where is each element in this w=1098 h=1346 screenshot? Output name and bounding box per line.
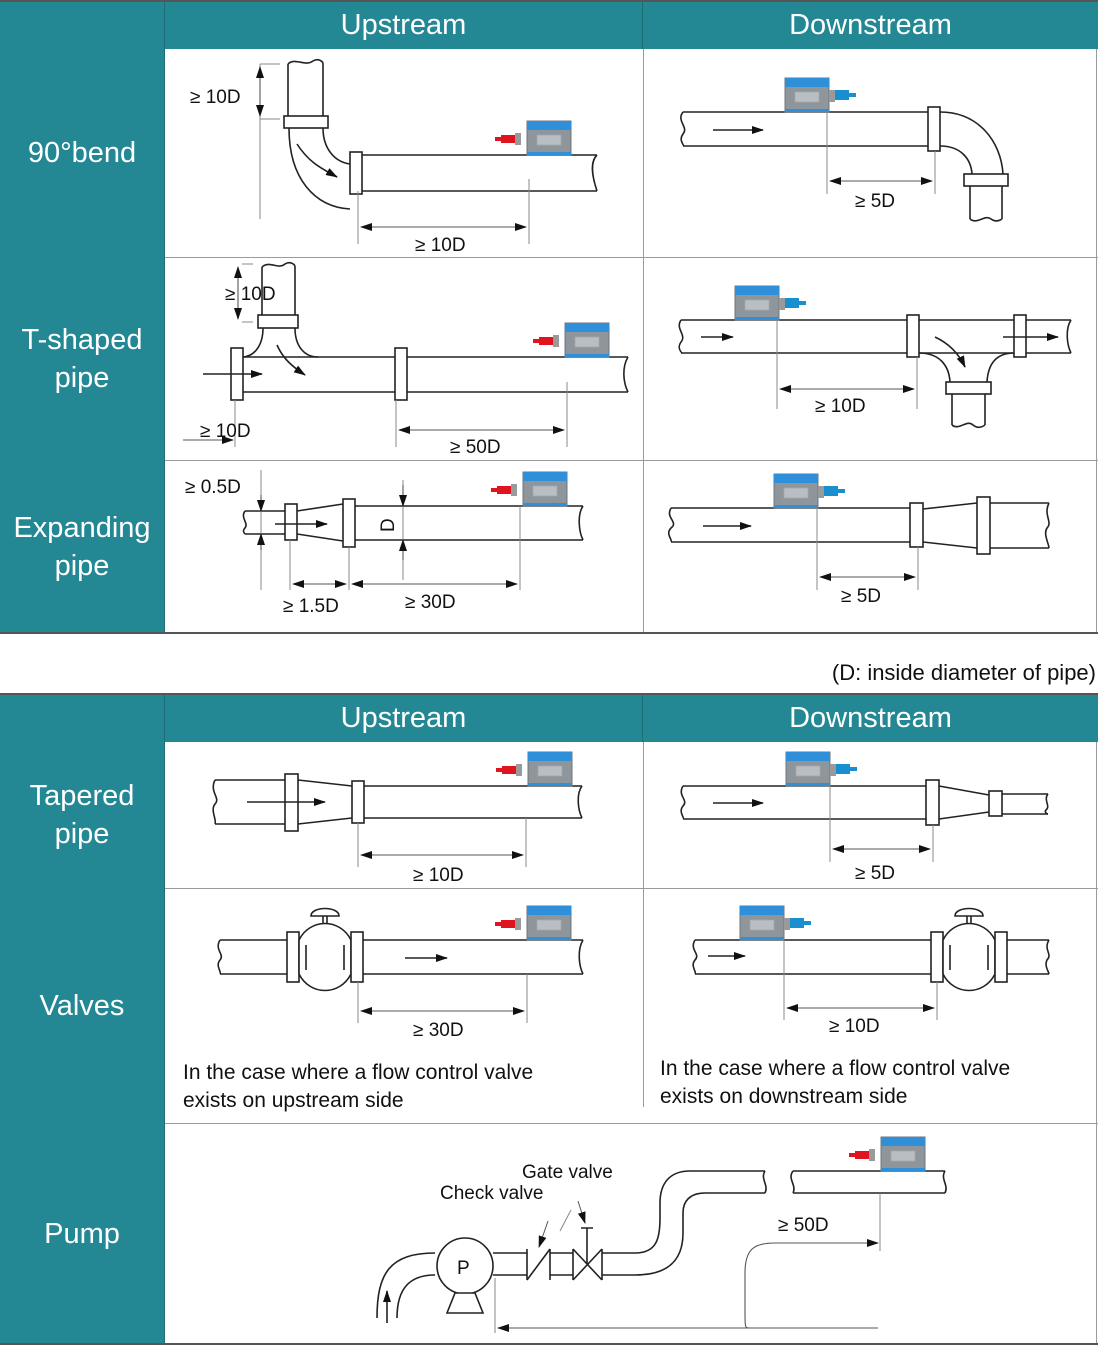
diagram-tapered-upstream: ≥ 10D	[212, 751, 583, 886]
dim-label: ≥ 5D	[855, 863, 895, 884]
dim-label: ≥ 10D	[225, 284, 276, 305]
dim-label-d: D	[378, 518, 399, 532]
row-label-line: Tapered	[29, 780, 135, 812]
valves-upstream-note: In the case where a flow control valve e…	[183, 1059, 533, 1115]
flange	[994, 931, 1008, 983]
dim-label: ≥ 10D	[413, 865, 464, 886]
row-divider	[165, 888, 1098, 889]
flange	[909, 502, 924, 548]
flange	[930, 931, 944, 983]
flange	[988, 790, 1003, 817]
diagram-t-shaped-downstream: ≥ 10D	[678, 285, 1072, 429]
table-border	[0, 1343, 1098, 1345]
flange	[1013, 314, 1027, 358]
valves-downstream-note: In the case where a flow control valve e…	[660, 1055, 1010, 1111]
flange	[257, 314, 299, 329]
valve-handwheel	[954, 907, 984, 917]
row-label-line: pipe	[54, 361, 110, 394]
row-label-tapered: Tapered pipe	[0, 742, 165, 888]
row-divider	[165, 460, 1098, 461]
flange	[945, 381, 992, 395]
row-label-valves: Valves	[0, 888, 165, 1123]
flange	[906, 314, 920, 358]
dim-label: ≥ 10D	[200, 421, 251, 442]
row-label-line: pipe	[54, 549, 110, 582]
dim-label: ≥ 50D	[778, 1215, 829, 1236]
row-label-pump: Pump	[0, 1123, 165, 1344]
header-downstream: Downstream	[643, 695, 1098, 742]
diagram-90-bend-upstream: ≥ 10D ≥ 10D	[190, 58, 598, 256]
dim-label: ≥ 30D	[405, 592, 456, 613]
header-corner	[0, 2, 165, 49]
header-downstream: Downstream	[643, 2, 1098, 49]
table-border-right	[1096, 742, 1097, 1343]
header-upstream: Upstream	[165, 2, 643, 49]
diagram-valves-upstream: ≥ 30D	[217, 905, 584, 1041]
dim-label: ≥ 10D	[829, 1016, 880, 1037]
header-corner	[0, 695, 165, 742]
flange	[963, 173, 1009, 187]
check-valve-label: Check valve	[440, 1183, 544, 1204]
header-upstream: Upstream	[165, 695, 643, 742]
dim-label: ≥ 50D	[450, 437, 501, 458]
diagram-pump: P Gate valve Check valve ≥ 50D	[376, 1136, 947, 1333]
row-label-expanding: Expanding pipe	[0, 460, 165, 633]
dim-label: ≥ 30D	[413, 1020, 464, 1041]
dim-label: ≥ 10D	[815, 396, 866, 417]
row-divider	[165, 1123, 1098, 1124]
flange	[342, 498, 356, 548]
note-line: exists on downstream side	[660, 1085, 908, 1108]
diagram-expanding-downstream: ≥ 5D	[667, 473, 1050, 607]
dim-label: ≥ 1.5D	[283, 596, 339, 617]
flange	[286, 931, 300, 983]
diagram-valves-downstream: ≥ 10D	[692, 905, 1050, 1037]
flange	[927, 106, 941, 152]
note-line: In the case where a flow control valve	[183, 1061, 534, 1084]
gate-valve-label: Gate valve	[522, 1162, 613, 1183]
column-divider	[643, 742, 644, 1107]
flange	[976, 496, 991, 555]
row-label-line: pipe	[54, 818, 110, 850]
dim-label: ≥ 10D	[190, 87, 241, 108]
valve-handwheel	[310, 907, 340, 917]
column-divider	[643, 49, 644, 632]
flange	[351, 780, 365, 824]
dim-label: ≥ 10D	[415, 235, 466, 256]
pump-label: P	[457, 1258, 470, 1279]
pump-base	[445, 1292, 485, 1314]
note-line: exists on upstream side	[183, 1089, 404, 1112]
flange	[284, 503, 298, 541]
table-border	[0, 693, 1098, 695]
row-label-90-bend: 90°bend	[0, 49, 165, 257]
dim-label: ≥ 5D	[841, 586, 881, 607]
flange	[350, 931, 364, 983]
row-label-line: T-shaped	[21, 323, 143, 356]
diagram-t-shaped-upstream: ≥ 10D ≥ 10D ≥ 50D	[183, 261, 629, 458]
diagram-tapered-downstream: ≥ 5D	[680, 751, 1049, 884]
diagram-expanding-upstream: ≥ 0.5D D ≥ 1.5D ≥ 30D	[185, 470, 584, 617]
dim-label: ≥ 0.5D	[185, 477, 241, 498]
note-line: In the case where a flow control valve	[660, 1057, 1011, 1080]
row-label-t-shaped: T-shaped pipe	[0, 257, 165, 460]
flange	[283, 115, 329, 129]
table-border-right	[1096, 49, 1097, 632]
table-border	[0, 632, 1098, 634]
flange	[349, 151, 363, 195]
flange	[925, 779, 940, 826]
row-label-line: Expanding	[13, 511, 151, 544]
table-border	[0, 0, 1098, 2]
legend-note: (D: inside diameter of pipe)	[831, 660, 1096, 685]
diagram-90-bend-downstream: ≥ 5D	[680, 77, 1009, 222]
row-divider	[165, 257, 1098, 258]
flange	[394, 347, 408, 401]
dim-label: ≥ 5D	[855, 191, 895, 212]
